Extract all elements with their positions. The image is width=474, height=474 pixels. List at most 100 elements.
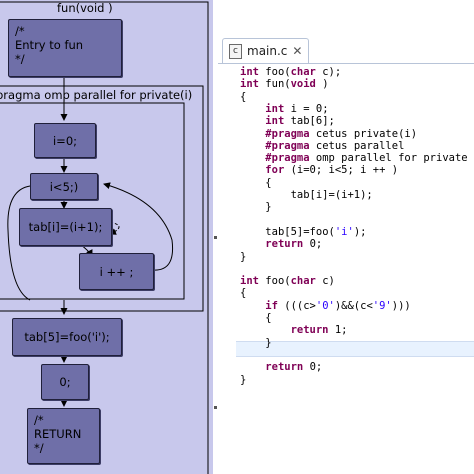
- code-token: i = 0;: [290, 102, 329, 115]
- code-token: cetus parallel: [309, 139, 405, 152]
- code-line[interactable]: }: [240, 251, 246, 264]
- code-token: 1;: [334, 324, 348, 337]
- code-token: c);: [322, 66, 342, 78]
- entry-node-line: */: [15, 52, 25, 66]
- code-line[interactable]: tab[i]=(i+1);: [240, 189, 373, 202]
- code-token: )&&(c<: [334, 299, 373, 312]
- code-line[interactable]: #pragma cetus parallel: [240, 140, 404, 153]
- code-token: {: [265, 312, 272, 324]
- code-indent: [240, 238, 265, 250]
- loop-body-node[interactable]: tab[i]=(i+1);: [19, 208, 112, 246]
- code-token: (((c>: [284, 299, 316, 312]
- keyword-token: if: [265, 299, 285, 312]
- code-line[interactable]: return 0;: [240, 361, 322, 374]
- keyword-token: char: [290, 66, 323, 78]
- preprocessor-token: #pragma: [265, 139, 310, 152]
- code-line[interactable]: int i = 0;: [240, 102, 329, 116]
- code-indent: [240, 164, 265, 176]
- code-token: (i=0; i<5; i ++ ): [290, 164, 399, 177]
- code-line[interactable]: int foo(char c);: [240, 66, 341, 79]
- assign-node[interactable]: tab[5]=foo('i');: [12, 318, 122, 356]
- condition-node[interactable]: i<5;): [30, 173, 98, 200]
- code-indent: [240, 226, 265, 238]
- code-line[interactable]: #pragma cetus private(i): [240, 128, 417, 141]
- code-indent: [240, 361, 265, 373]
- entry-node-line: Entry to fun: [15, 38, 84, 52]
- code-line[interactable]: }: [240, 336, 272, 350]
- preprocessor-token: #pragma: [265, 127, 310, 140]
- code-token: tab[i]=(i+1);: [290, 189, 373, 201]
- loop-cluster-border: [0, 102, 185, 300]
- string-token: '0': [315, 299, 335, 312]
- code-line[interactable]: int foo(char c): [240, 275, 335, 288]
- tab-main-c[interactable]: c main.c ✕: [222, 38, 310, 63]
- keyword-token: int: [240, 78, 266, 91]
- code-line[interactable]: #pragma omp parallel for private: [240, 152, 468, 165]
- code-token: }: [240, 373, 247, 386]
- code-token: foo(: [265, 66, 291, 78]
- code-indent: [240, 189, 291, 201]
- code-indent: [240, 103, 265, 115]
- keyword-token: return: [265, 361, 310, 374]
- string-token: 'i': [334, 225, 354, 238]
- code-line[interactable]: if (((c>'0')&&(c<'9'))): [240, 299, 410, 313]
- keyword-token: void: [290, 78, 323, 91]
- code-token: {: [265, 176, 272, 189]
- function-cluster-label: fun(void ): [57, 1, 113, 15]
- pragma-cluster-label: pragma omp parallel for private(i): [0, 88, 193, 102]
- flowchart-pane: fun(void ) /* Entry to fun */ pragma omp…: [0, 0, 214, 474]
- code-line[interactable]: int tab[6];: [240, 115, 335, 128]
- code-token: }: [265, 201, 272, 214]
- keyword-token: int: [265, 115, 291, 128]
- code-indent: [240, 128, 265, 140]
- keyword-token: return: [265, 238, 310, 251]
- code-line[interactable]: }: [240, 374, 246, 387]
- code-line[interactable]: }: [240, 201, 272, 214]
- code-token: c): [322, 275, 335, 288]
- splitter-grip[interactable]: [214, 236, 217, 239]
- code-indent: [240, 300, 265, 312]
- increment-node[interactable]: i ++ ;: [79, 253, 154, 290]
- code-line[interactable]: {: [240, 312, 272, 325]
- code-line[interactable]: {: [240, 91, 246, 104]
- code-line[interactable]: for (i=0; i<5; i ++ ): [240, 164, 398, 177]
- string-token: '9': [372, 299, 392, 312]
- code-indent: [240, 152, 265, 164]
- code-token: cetus private(i): [309, 127, 418, 140]
- code-token: tab[6];: [290, 115, 335, 128]
- edge-body-loop: [109, 221, 120, 235]
- return-node[interactable]: /* RETURN */: [27, 408, 100, 464]
- function-cluster-border: [0, 1, 209, 474]
- code-line[interactable]: return 1;: [240, 324, 348, 337]
- code-token: }: [265, 336, 272, 349]
- edge-incr-cond: [103, 182, 174, 271]
- c-source-file-icon: c: [229, 43, 242, 59]
- keyword-token: for: [265, 164, 291, 177]
- return-value-node[interactable]: 0;: [41, 364, 89, 400]
- code-line[interactable]: int fun(void ): [240, 78, 329, 91]
- code-token: );: [353, 225, 367, 238]
- code-token: tab[5]=foo(: [265, 225, 335, 238]
- code-token: 0;: [309, 361, 323, 374]
- keyword-token: int: [240, 66, 266, 78]
- tab-label: main.c: [247, 44, 288, 58]
- code-line[interactable]: return 0;: [240, 238, 322, 251]
- code-indent: [240, 115, 265, 127]
- code-token: }: [240, 250, 247, 263]
- code-line[interactable]: tab[5]=foo('i');: [240, 226, 366, 239]
- keyword-token: return: [290, 324, 335, 337]
- code-indent: [240, 312, 265, 324]
- close-icon[interactable]: ✕: [292, 44, 303, 58]
- code-token: fun(: [265, 78, 291, 91]
- code-line[interactable]: {: [240, 287, 246, 300]
- preprocessor-token: #pragma: [265, 152, 310, 165]
- entry-node-line: /*: [15, 24, 25, 38]
- keyword-token: char: [290, 275, 323, 288]
- code-token: omp parallel for private: [309, 152, 468, 165]
- entry-node[interactable]: /* Entry to fun */: [8, 19, 122, 77]
- splitter-grip[interactable]: [214, 406, 217, 409]
- pragma-cluster-border: [0, 85, 204, 312]
- return-node-line: */: [34, 441, 44, 455]
- init-node[interactable]: i=0;: [34, 123, 96, 158]
- code-line[interactable]: {: [240, 176, 272, 190]
